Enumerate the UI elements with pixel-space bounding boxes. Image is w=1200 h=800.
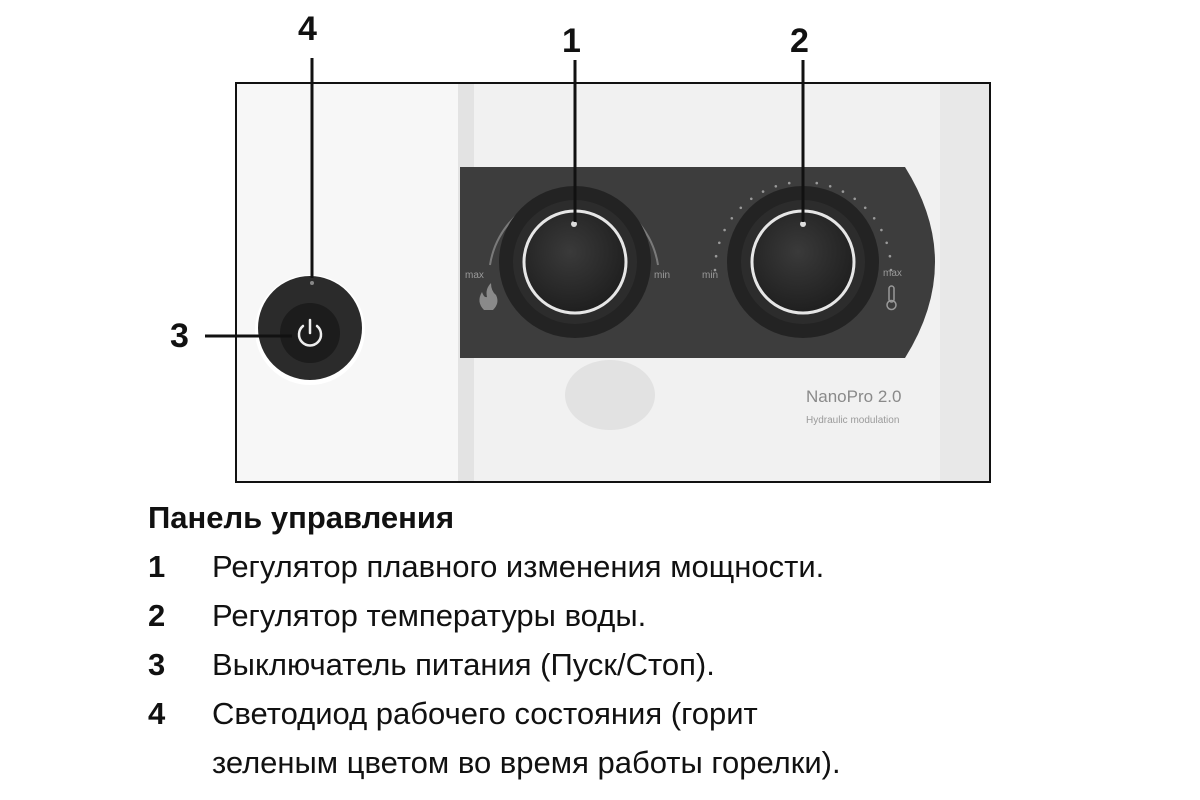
right-edge — [940, 84, 989, 481]
power-icon — [297, 318, 323, 347]
callout-4: 4 — [298, 10, 317, 48]
scale-dot — [714, 254, 718, 258]
temperature-scale-dots — [713, 180, 893, 272]
knob2-max-label: max — [883, 268, 902, 279]
scale-dot — [888, 254, 892, 258]
panel-shadow — [565, 360, 655, 430]
knob1-max-label: max — [465, 270, 484, 281]
scale-dot — [730, 216, 734, 220]
scale-dot — [713, 268, 717, 272]
scale-dot — [723, 228, 726, 232]
thermometer-icon — [886, 285, 897, 311]
legend-item-continuation: зеленым цветом во время работы горелки). — [148, 738, 1072, 787]
callout-2: 2 — [790, 22, 809, 60]
item-text: Выключатель питания (Пуск/Стоп). — [212, 647, 715, 682]
scale-dot — [828, 185, 832, 188]
model-name: NanoPro 2.0 — [806, 387, 901, 406]
callout-1: 1 — [562, 22, 581, 60]
item-number — [148, 738, 212, 787]
scale-dot — [761, 190, 765, 193]
power-regulator-knob[interactable] — [489, 186, 659, 338]
scale-dot — [739, 206, 743, 210]
knob2-min-label: min — [702, 270, 718, 281]
scale-dot — [863, 206, 867, 210]
item-number: 4 — [148, 696, 166, 731]
item-text: Регулятор температуры воды. — [212, 598, 647, 633]
item-text: Регулятор плавного изменения мощности. — [212, 549, 825, 584]
scale-dot — [749, 197, 753, 201]
item-number: 2 — [148, 598, 166, 633]
scale-dot — [872, 216, 876, 220]
scale-dot — [718, 241, 721, 245]
flame-icon — [479, 283, 498, 310]
scale-dot — [880, 228, 883, 232]
item-text: зеленым цветом во время работы горелки). — [212, 745, 841, 780]
scale-dot — [774, 185, 778, 188]
item-number: 3 — [148, 647, 166, 682]
power-button[interactable] — [255, 275, 365, 385]
legend-item: 2 Регулятор температуры воды. — [148, 591, 1072, 640]
left-section — [237, 84, 460, 481]
scale-dot — [815, 181, 819, 185]
legend-item: 3 Выключатель питания (Пуск/Стоп). — [148, 640, 1072, 689]
scale-dot — [885, 241, 888, 245]
scale-dot — [889, 268, 893, 272]
legend-item: 4 Светодиод рабочего состояния (горит — [148, 689, 1072, 738]
scale-dot — [787, 181, 791, 185]
status-led — [310, 281, 314, 285]
scale-dot — [853, 197, 857, 201]
water-temperature-knob[interactable] — [713, 180, 893, 338]
knob1-min-label: min — [654, 270, 670, 281]
item-number: 1 — [148, 549, 166, 584]
callout-3: 3 — [170, 317, 189, 355]
model-subtitle: Hydraulic modulation — [806, 415, 899, 426]
legend-item: 1 Регулятор плавного изменения мощности. — [148, 542, 1072, 591]
item-text: Светодиод рабочего состояния (горит — [212, 696, 758, 731]
legend: Панель управления 1 Регулятор плавного из… — [148, 498, 1072, 787]
legend-title: Панель управления — [148, 500, 455, 535]
scale-dot — [841, 190, 845, 193]
